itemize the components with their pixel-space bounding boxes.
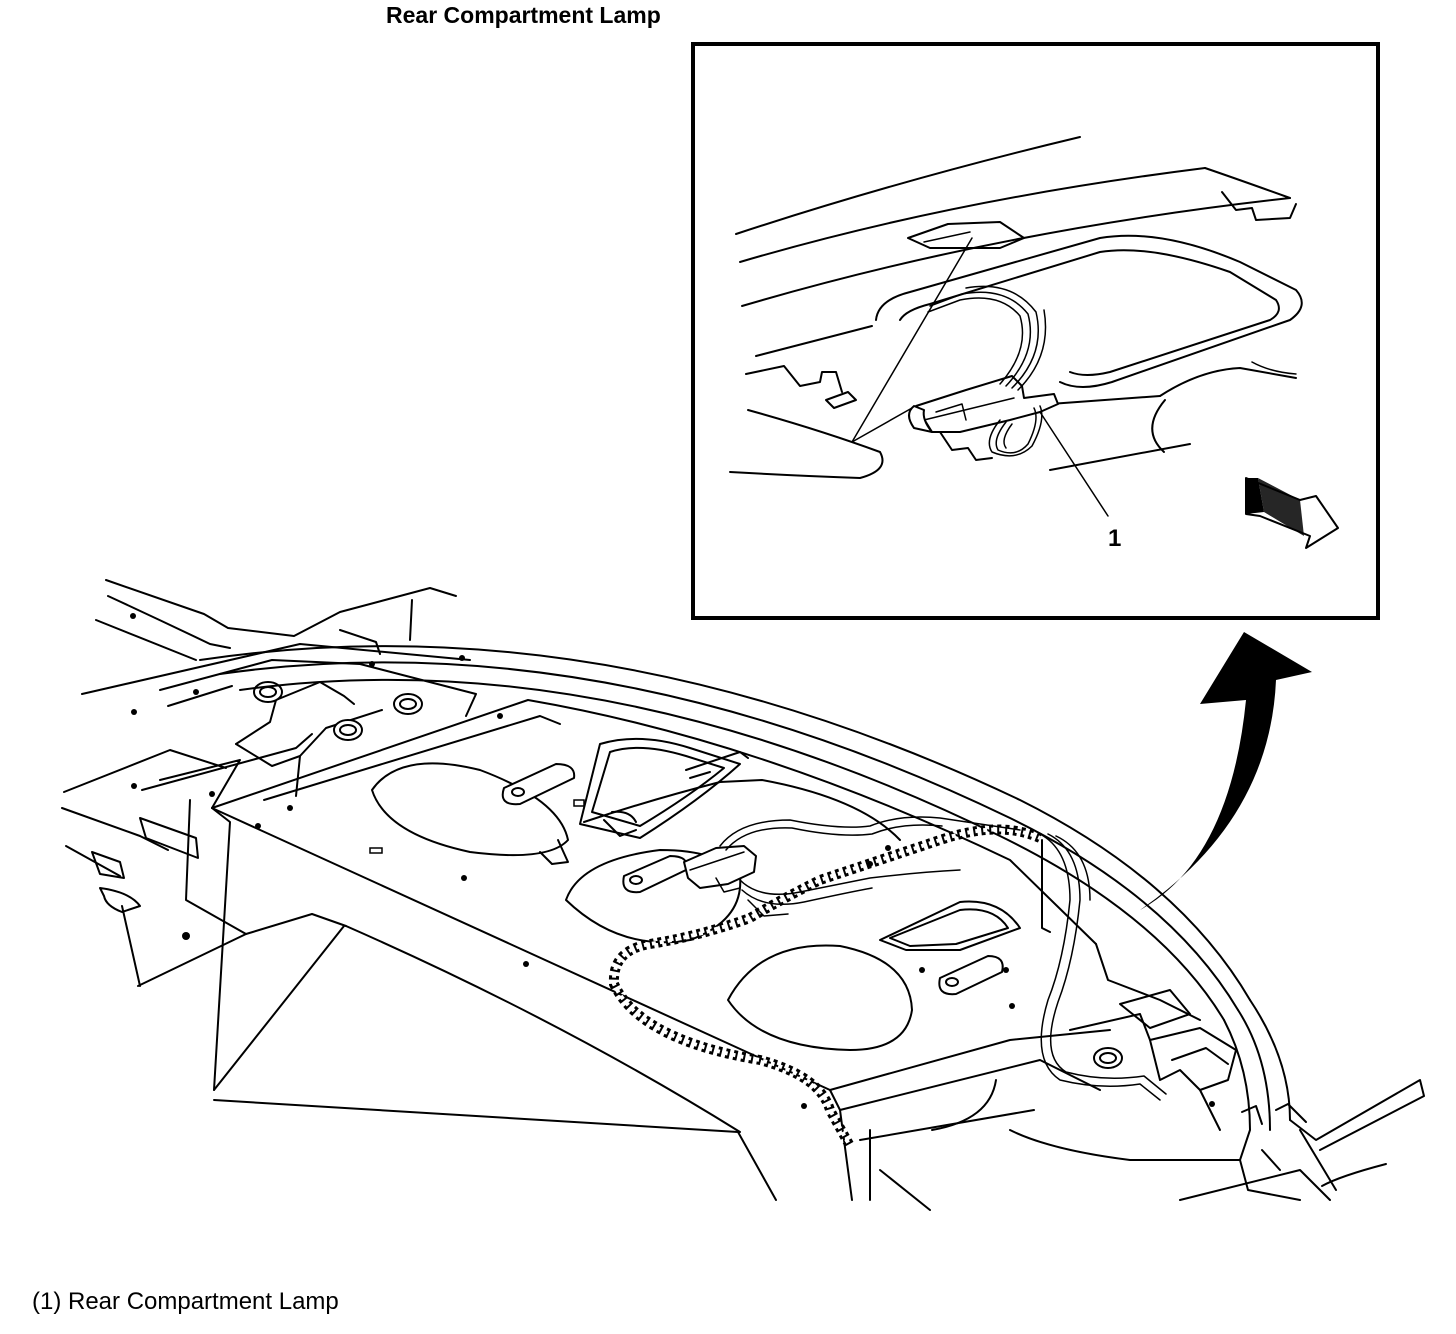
diagram-caption: (1) Rear Compartment Lamp — [32, 1288, 339, 1315]
grommet — [393, 693, 423, 715]
callout-number-1: 1 — [1108, 525, 1121, 552]
grommet — [1093, 1047, 1123, 1069]
view-transition-arrow-icon — [1140, 632, 1312, 910]
forward-arrow-icon — [1245, 477, 1339, 549]
rear-shelf-assembly — [61, 579, 1425, 1211]
grommet — [333, 719, 363, 741]
inset-detail-view: 1 — [691, 42, 1380, 620]
inset-frame — [691, 42, 1380, 620]
diagram-title: Rear Compartment Lamp — [386, 2, 661, 28]
